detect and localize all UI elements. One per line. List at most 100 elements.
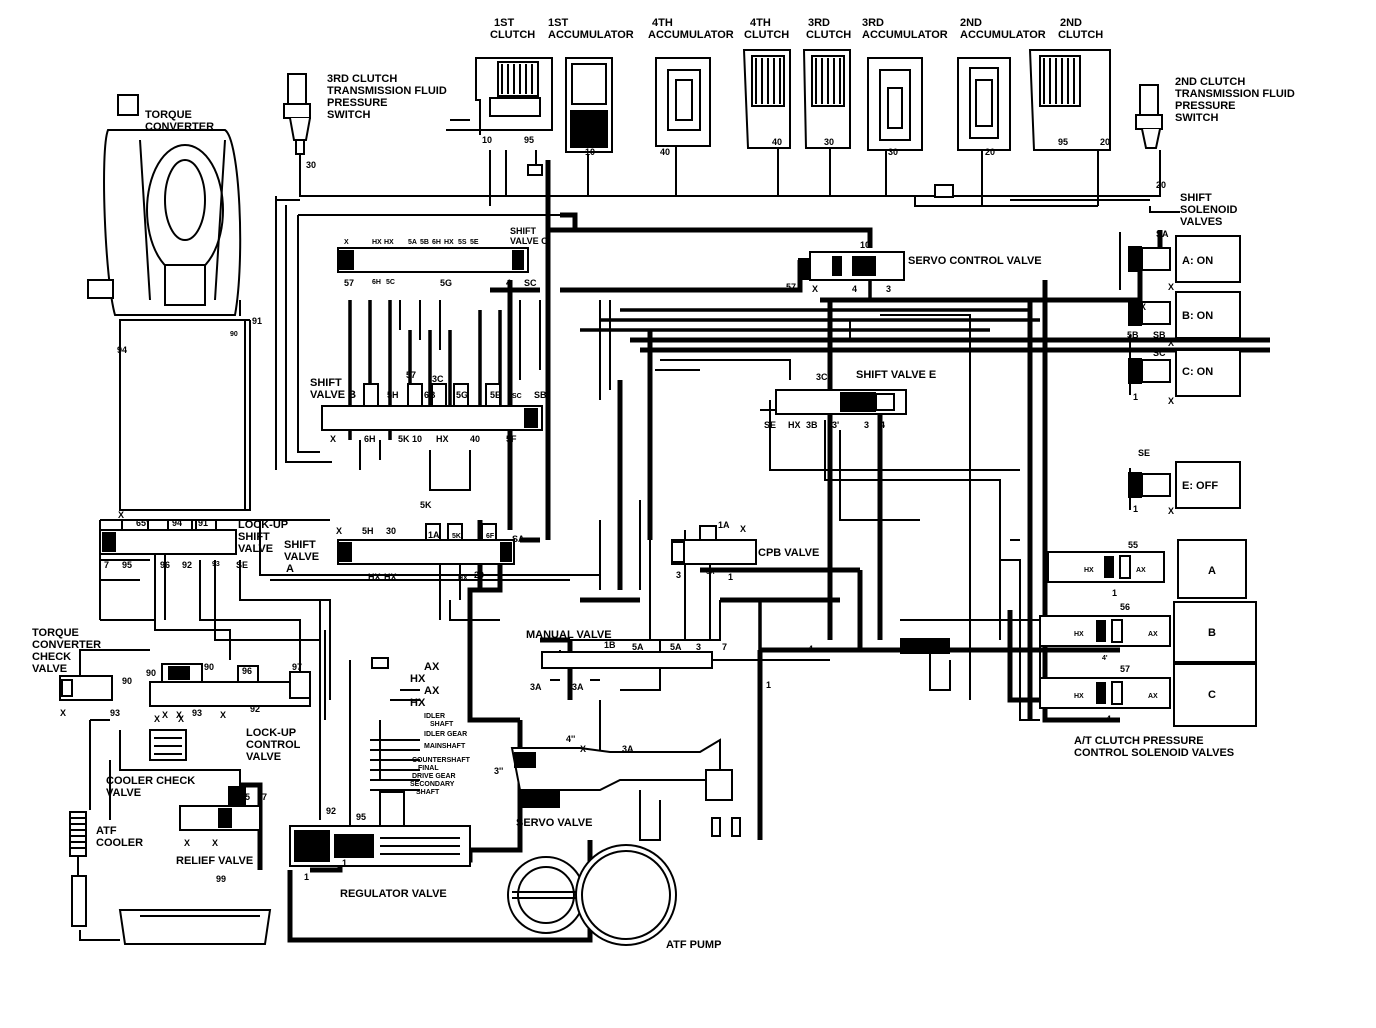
- servo-port-3a: 3A: [622, 744, 634, 754]
- svb-port-5k: 5K: [398, 434, 410, 444]
- shift-solenoid-label-3: VALVES: [1180, 216, 1222, 228]
- sva-port-hx1: HX: [368, 572, 381, 582]
- lock-up-shift-valve-label-2: SHIFT: [238, 531, 270, 543]
- clutch-pressure-control-solenoids: 55 A 56 B 57 C 1 4 4' HX AX HX AX HX AX …: [1039, 539, 1257, 759]
- svc-port-hx3: HX: [444, 239, 454, 246]
- solenoid-c-state: C: ON: [1182, 366, 1213, 378]
- luc-port-90a: 90: [146, 668, 156, 678]
- port-switch2: 20: [1156, 180, 1166, 190]
- third-clutch-label-1: 3RD: [808, 17, 830, 29]
- sve-port-se: SE: [764, 420, 776, 430]
- first-accumulator: [565, 57, 613, 153]
- servo-ctrl-port-10: 10: [860, 240, 870, 250]
- relief-valve-label: RELIEF VALVE: [176, 855, 253, 867]
- second-accumulator-label-1: 2ND: [960, 17, 982, 29]
- strainer-port-99: 99: [216, 874, 226, 884]
- port-top-2: 95: [524, 135, 534, 145]
- third-clutch-switch-label-3: PRESSURE: [327, 97, 388, 109]
- lus-port-93: 93: [212, 561, 220, 568]
- sva-port-30: 30: [386, 526, 396, 536]
- relief-port-x1: X: [184, 838, 190, 848]
- cpb-port-6x: 6X: [706, 569, 715, 576]
- cpb-valve: CPB VALVE 1A X 3 1 6X: [671, 520, 819, 582]
- regulator-valve-label: REGULATOR VALVE: [340, 888, 447, 900]
- svb-port-6b: 6B: [424, 390, 436, 400]
- thick-fluid-lines: [237, 160, 1270, 943]
- second-clutch-switch-label-1: 2ND CLUTCH: [1175, 76, 1245, 88]
- solenoid-c-port: SC: [1153, 348, 1166, 358]
- second-clutch-switch-label-2: TRANSMISSION FLUID: [1175, 88, 1295, 100]
- solenoid-e: SE E: OFF: [1128, 448, 1241, 509]
- regulator-valve: REGULATOR VALVE 92 95 1 1: [289, 791, 471, 900]
- fourth-clutch-label-1: 4TH: [750, 17, 771, 29]
- manual-port-3a2: 3A: [572, 682, 584, 692]
- cpb-port-1: 1: [728, 572, 733, 582]
- solenoid-x-5: X: [1168, 506, 1174, 516]
- regulator-port-1b: 1: [304, 872, 309, 882]
- solenoid-e-state: E: OFF: [1182, 480, 1218, 492]
- svb-port-x: X: [330, 434, 336, 444]
- port-tc-94: 94: [117, 345, 127, 355]
- shaft-label-shaft2: SHAFT: [416, 789, 440, 796]
- top-clutch-accumulator-row: 1ST CLUTCH 1ST ACCUMULATOR 4TH ACCUMULAT…: [475, 17, 1111, 198]
- servo-valve-label: SERVO VALVE: [516, 817, 592, 829]
- third-accumulator-label-2: ACCUMULATOR: [862, 29, 948, 41]
- solenoid-x-2: X: [1168, 338, 1174, 348]
- port-top-6: 30: [824, 137, 834, 147]
- clutch-solenoid-a-port: 55: [1128, 540, 1138, 550]
- svb-port-5h: 5H: [387, 390, 399, 400]
- clutch-ctrl-ax-2: AX: [1148, 631, 1158, 638]
- cpb-port-3: 3: [676, 570, 681, 580]
- servo-ctrl-port-57: 57: [786, 282, 796, 292]
- clutch-ctrl-hx-3: HX: [1074, 693, 1084, 700]
- third-accumulator: [867, 57, 923, 151]
- manual-port-5a2: 5A: [670, 642, 682, 652]
- first-accumulator-check-valve: [527, 164, 543, 176]
- solenoid-port-5b: 5B: [1127, 330, 1139, 340]
- cooler-check-x2: X: [178, 714, 184, 724]
- sva-port-hx2: HX: [384, 572, 397, 582]
- torque-converter-check-valve: TORQUE CONVERTER CHECK VALVE 90 93 X: [32, 627, 132, 718]
- port-top-5: 40: [772, 137, 782, 147]
- clutch-ctrl-port-4p: 4': [1102, 655, 1108, 662]
- second-clutch-switch-label-3: PRESSURE: [1175, 100, 1236, 112]
- third-accumulator-label-1: 3RD: [862, 17, 884, 29]
- first-accumulator-label-2: ACCUMULATOR: [548, 29, 634, 41]
- sva-port-1a: 1A: [428, 530, 440, 540]
- manual-port-3a1: 3A: [530, 682, 542, 692]
- relief-port-95: 95: [240, 792, 250, 802]
- clutch-solenoid-a-letter: A: [1208, 565, 1216, 577]
- clutch-ctrl-port-1: 1: [1112, 588, 1117, 598]
- manual-port-1: 1: [766, 680, 771, 690]
- svc-port-4: 4: [506, 278, 511, 288]
- fourth-clutch-label-2: CLUTCH: [744, 29, 789, 41]
- luc-label-1: LOCK-UP: [246, 727, 296, 739]
- shaft-label-idler: IDLER: [424, 713, 445, 720]
- fourth-accumulator-label-2: ACCUMULATOR: [648, 29, 734, 41]
- shift-valve-a-label-3: A: [286, 563, 294, 575]
- shaft-label-hx1: HX: [410, 673, 426, 685]
- cooler-check-x1: X: [154, 714, 160, 724]
- svc-port-57: 57: [344, 278, 354, 288]
- lus-port-95: 95: [122, 560, 132, 570]
- svc-port-hx1: HX: [372, 239, 382, 246]
- fourth-accumulator: [655, 57, 711, 147]
- port-tc-91: 91: [252, 316, 262, 326]
- solenoid-b-port: SB: [1153, 330, 1166, 340]
- port-top-3: 10: [585, 147, 595, 157]
- sva-port-5k: 5K: [420, 500, 432, 510]
- shaft-label-drive-gear: DRIVE GEAR: [412, 773, 456, 780]
- port-top-4: 40: [660, 147, 670, 157]
- svb-port-3c: 3C: [432, 374, 444, 384]
- solenoid-a-port: SA: [1156, 229, 1169, 239]
- clutch-pressure-solenoid-a: 55 A: [1047, 539, 1247, 599]
- shaft-label-idler-gear: IDLER GEAR: [424, 731, 467, 738]
- sva-port-hx3: HX: [458, 575, 468, 582]
- port-top-10: 20: [1100, 137, 1110, 147]
- port-top-8: 20: [985, 147, 995, 157]
- third-clutch-switch-label-4: SWITCH: [327, 109, 370, 121]
- shaft-label-ax2: AX: [424, 685, 440, 697]
- luc-port-x1: X: [162, 710, 168, 720]
- tccv-label-4: VALVE: [32, 663, 67, 675]
- solenoid-a-state: A: ON: [1182, 255, 1213, 267]
